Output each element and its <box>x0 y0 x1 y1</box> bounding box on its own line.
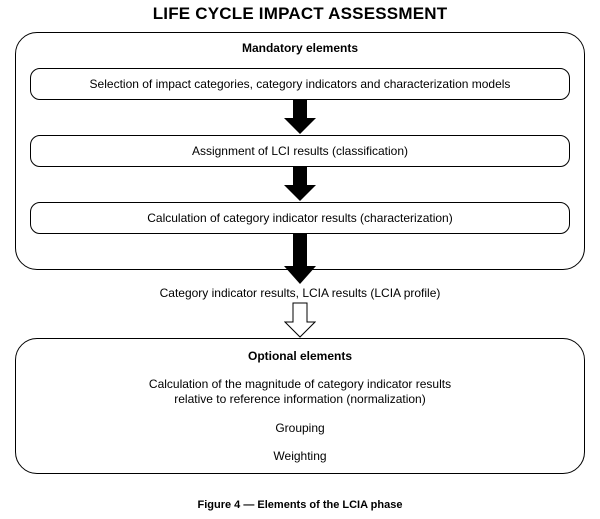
figure-caption: Figure 4 — Elements of the LCIA phase <box>197 499 403 511</box>
normalization-line-1: Calculation of the magnitude of category… <box>148 377 452 391</box>
step-classification: Assignment of LCI results (classificatio… <box>30 135 570 167</box>
optional-elements-box: Optional elements Calculation of the mag… <box>15 338 585 474</box>
mandatory-heading: Mandatory elements <box>241 41 359 55</box>
diagram-title: LIFE CYCLE IMPACT ASSESSMENT <box>152 4 448 23</box>
solid-arrow-1 <box>284 100 316 134</box>
mandatory-elements-box: Mandatory elements Selection of impact c… <box>15 32 585 270</box>
optional-heading: Optional elements <box>247 349 353 363</box>
solid-arrow-2 <box>284 167 316 201</box>
step-characterization: Calculation of category indicator result… <box>30 202 570 234</box>
lcia-profile-label: Category indicator results, LCIA results… <box>159 286 441 300</box>
normalization-line-2: relative to reference information (norma… <box>174 392 426 406</box>
weighting-item: Weighting <box>273 449 327 463</box>
solid-arrow-3 <box>284 234 316 284</box>
grouping-item: Grouping <box>275 421 325 435</box>
step-selection: Selection of impact categories, category… <box>30 68 570 100</box>
hollow-arrow <box>284 302 316 338</box>
